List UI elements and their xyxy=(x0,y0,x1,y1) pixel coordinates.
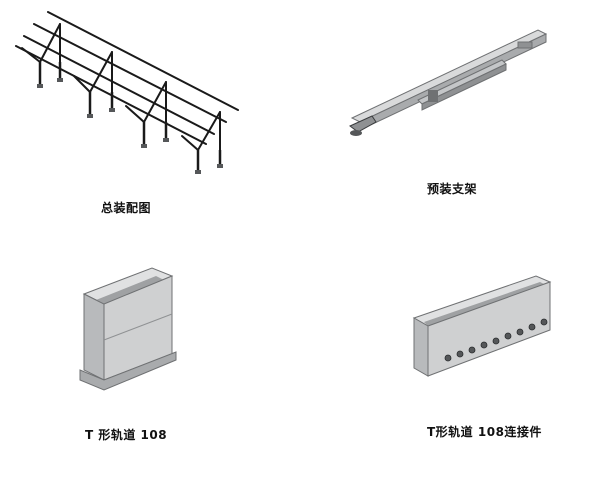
caption-t-rail: T 形轨道 108 xyxy=(85,428,168,442)
t-rail-connector-panel: T形轨道 108连接件 xyxy=(300,240,601,480)
caption-assembly: 总装配图 xyxy=(101,201,152,215)
preassembled-bracket-panel: 预装支架 xyxy=(300,0,601,230)
t-rail-panel: T 形轨道 108 xyxy=(0,240,300,480)
preassembled-bracket-illustration xyxy=(349,29,548,136)
assembly-panel: 总装配图 xyxy=(0,0,300,230)
t-rail-illustration xyxy=(79,267,177,391)
assembly-frame-illustration xyxy=(15,11,239,174)
t-rail-connector-illustration xyxy=(412,275,552,377)
caption-t-rail-connector: T形轨道 108连接件 xyxy=(427,425,542,439)
caption-preassembled-bracket: 预装支架 xyxy=(427,182,478,196)
